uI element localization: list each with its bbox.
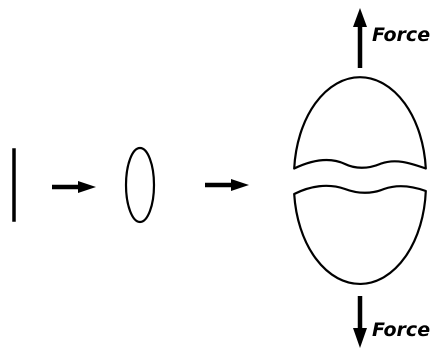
- force-label-top: Force: [372, 24, 430, 46]
- lower-fragment: [293, 184, 427, 286]
- arrow-right-icon: [52, 181, 96, 193]
- force-label-bottom: Force: [372, 319, 430, 341]
- fractured-ellipse: [293, 76, 427, 286]
- upper-fragment: [293, 76, 427, 170]
- ellipse: [124, 146, 156, 224]
- force-arrow-down-icon: [353, 296, 367, 348]
- force-arrow-up-icon: [353, 8, 367, 68]
- arrow-right-icon: [205, 179, 249, 191]
